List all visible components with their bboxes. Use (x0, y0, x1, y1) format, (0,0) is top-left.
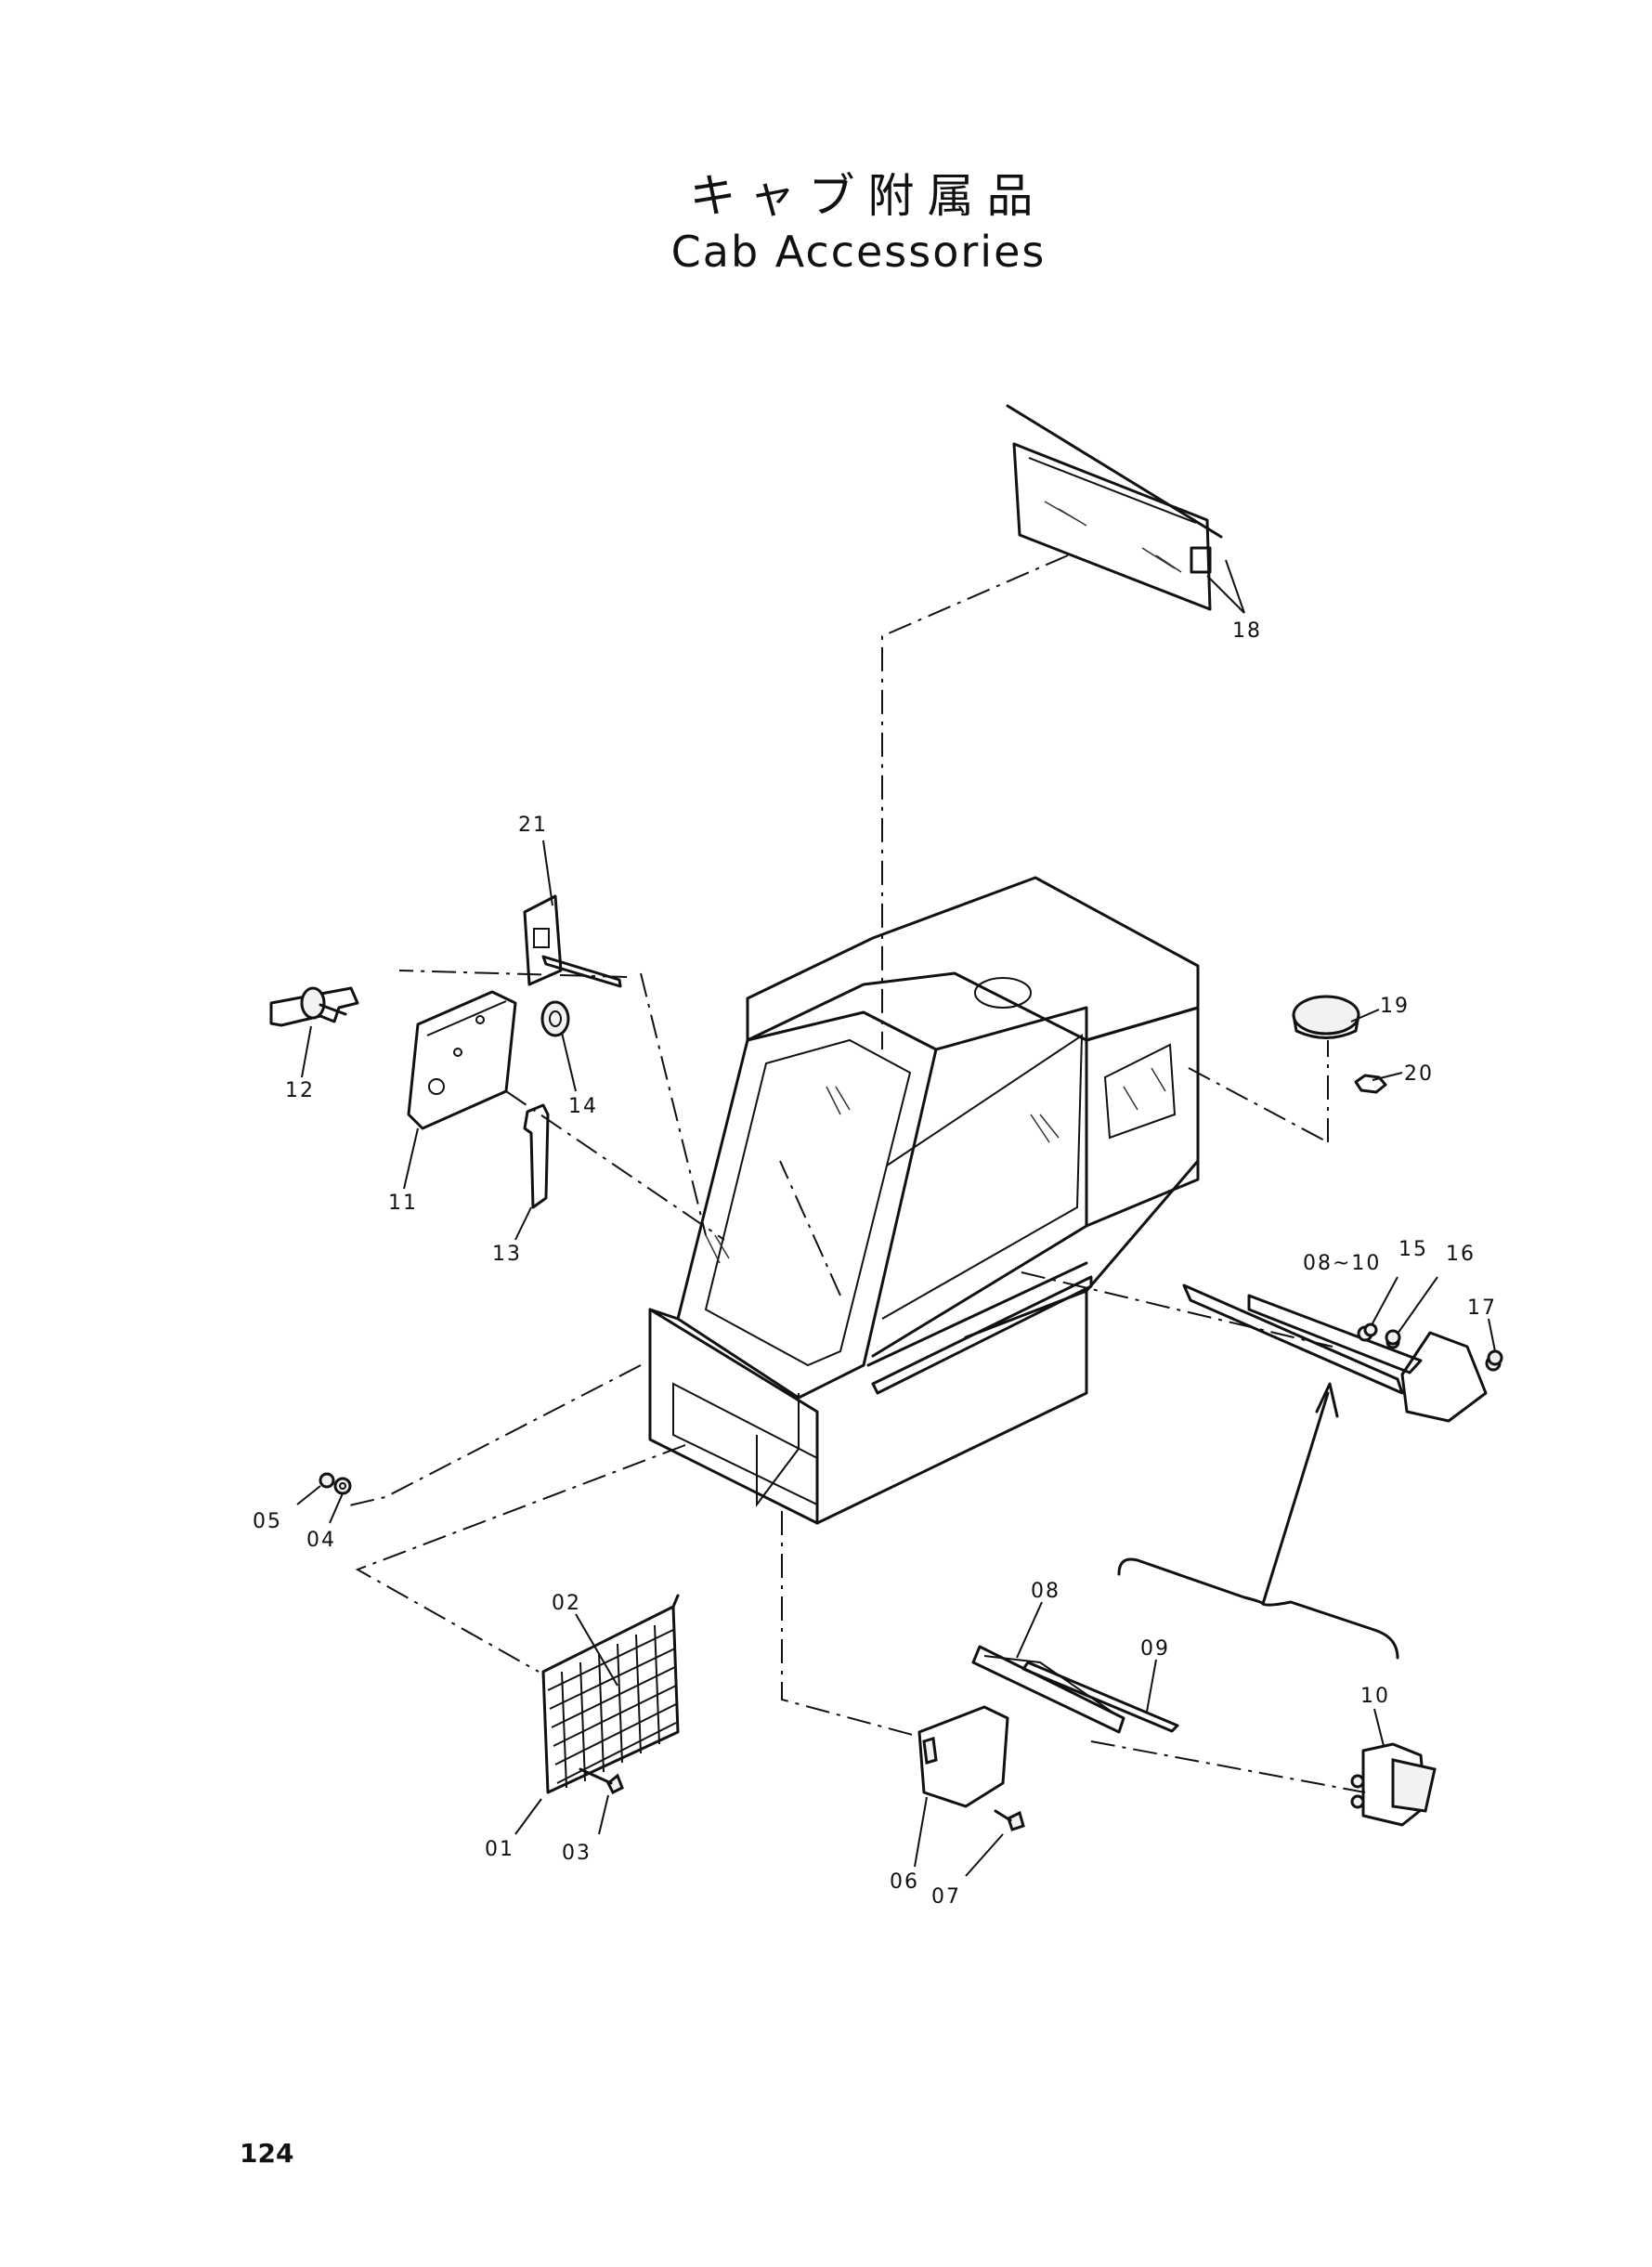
label-09: 09 (1140, 1637, 1170, 1661)
wiper-arm (971, 1645, 1125, 1734)
bolt-15 (1363, 1322, 1378, 1337)
grab-handle (269, 986, 359, 1027)
lamp-bulb (1354, 1074, 1387, 1094)
label-15: 15 (1398, 1238, 1428, 1261)
screw-07 (994, 1809, 1025, 1831)
label-08: 08 (1031, 1580, 1060, 1603)
label-13: 13 (492, 1243, 522, 1266)
title-english: Cab Accessories (670, 227, 1047, 277)
label-08-10: 08~10 (1303, 1252, 1381, 1275)
label-02: 02 (552, 1592, 581, 1615)
label-01: 01 (485, 1838, 514, 1861)
cap (1292, 995, 1360, 1039)
label-19: 19 (1380, 995, 1410, 1018)
nut-05 (319, 1472, 335, 1489)
arm-rest (523, 1103, 550, 1209)
label-17: 17 (1467, 1296, 1497, 1320)
net-pocket (541, 1594, 680, 1794)
label-03: 03 (562, 1842, 592, 1865)
washer-04 (333, 1477, 352, 1495)
mount-bracket (523, 894, 622, 988)
wiper-motor (1350, 1742, 1437, 1827)
knob (540, 1000, 570, 1037)
label-18: 18 (1232, 619, 1262, 643)
ashtray-cover (917, 1705, 1009, 1808)
washer-16 (1385, 1329, 1401, 1346)
hinge-plate (407, 990, 517, 1130)
label-16: 16 (1446, 1243, 1476, 1266)
label-05: 05 (253, 1510, 282, 1533)
wiper-assembly (1182, 1283, 1502, 1423)
label-10: 10 (1360, 1685, 1390, 1708)
label-11: 11 (388, 1192, 418, 1215)
label-21: 21 (518, 814, 548, 837)
screw-03 (579, 1767, 624, 1795)
label-20: 20 (1404, 1062, 1434, 1086)
cab-body (648, 876, 1200, 1525)
label-04: 04 (306, 1529, 336, 1552)
label-14: 14 (568, 1095, 598, 1118)
assembly-lines (345, 554, 1366, 1793)
leader-lines (296, 559, 1496, 1877)
wiper-blade (1021, 1661, 1179, 1733)
bolt-17 (1487, 1349, 1503, 1366)
title-japanese: キャブ附属品 (689, 169, 1047, 223)
label-12: 12 (285, 1079, 315, 1102)
sun-visor (1006, 404, 1223, 611)
title-block: キャブ附属品 Cab Accessories (0, 167, 1652, 279)
group-bracket (1117, 1382, 1399, 1660)
page-number: 124 (240, 2138, 294, 2169)
label-07: 07 (931, 1885, 961, 1909)
part-labels: 18 21 12 11 13 14 19 20 08~10 15 16 17 0… (253, 619, 1497, 1909)
label-06: 06 (890, 1870, 919, 1894)
